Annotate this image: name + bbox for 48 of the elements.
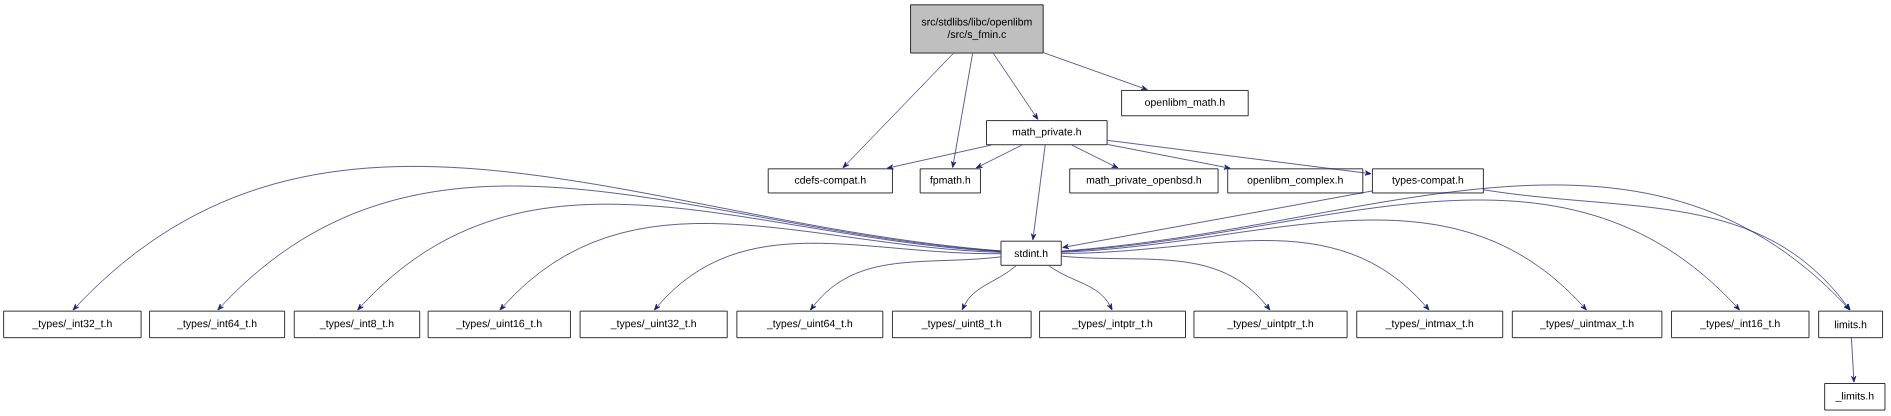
arrow	[1107, 140, 1372, 176]
file-box: stdint.h	[1000, 240, 1062, 266]
file-box: types-compat.h	[1372, 168, 1484, 194]
file-box: src/stdlibs/libc/openlibm /src/s_fmin.c	[910, 4, 1044, 54]
arrow	[72, 166, 1001, 311]
arrow	[1031, 144, 1046, 241]
file-box: _types/_int8_t.h	[293, 310, 421, 339]
file-box: _types/_uint16_t.h	[427, 310, 571, 339]
file-box: _types/_int16_t.h	[1671, 310, 1810, 339]
arrow	[217, 185, 1001, 311]
arrow	[1483, 189, 1851, 311]
arrow	[1061, 240, 1430, 311]
file-box: openlibm_math.h	[1121, 90, 1249, 117]
file-box: _types/_int64_t.h	[149, 310, 285, 339]
file-box: _types/_intmax_t.h	[1356, 310, 1504, 339]
arrow	[653, 242, 1001, 311]
arrow	[961, 265, 1017, 311]
arrow	[1048, 265, 1113, 311]
file-box: math_private_openbsd.h	[1069, 168, 1219, 194]
arrow	[810, 256, 1001, 311]
file-box: _types/_uint32_t.h	[579, 310, 728, 339]
file-box: _types/_int32_t.h	[3, 310, 142, 339]
file-box: _types/_uint64_t.h	[736, 310, 884, 339]
arrow	[499, 223, 1001, 311]
file-box: cdefs-compat.h	[767, 168, 893, 194]
arrow	[1061, 255, 1271, 311]
arrow	[886, 144, 992, 170]
file-box: _limits.h	[1824, 383, 1886, 411]
arrow	[975, 144, 1023, 169]
arrow	[1062, 190, 1373, 249]
file-box: openlibm_complex.h	[1227, 168, 1364, 194]
arrow	[1061, 184, 1851, 311]
arrow	[1071, 144, 1119, 169]
arrow	[951, 53, 973, 168]
file-box: limits.h	[1818, 310, 1883, 339]
arrow	[1851, 337, 1857, 383]
file-box: math_private.h	[986, 120, 1108, 146]
arrow	[1061, 220, 1587, 311]
file-box: _types/_uintptr_t.h	[1193, 310, 1348, 339]
file-box: fpmath.h	[919, 168, 981, 194]
file-box: _types/_uint8_t.h	[892, 310, 1032, 339]
arrow	[357, 203, 1001, 311]
file-box: _types/_uintmax_t.h	[1511, 310, 1663, 339]
arrow	[1043, 52, 1148, 91]
arrow	[1107, 144, 1231, 170]
file-box: _types/_intptr_t.h	[1039, 310, 1186, 339]
arrow	[993, 53, 1039, 120]
arrow	[842, 53, 954, 169]
